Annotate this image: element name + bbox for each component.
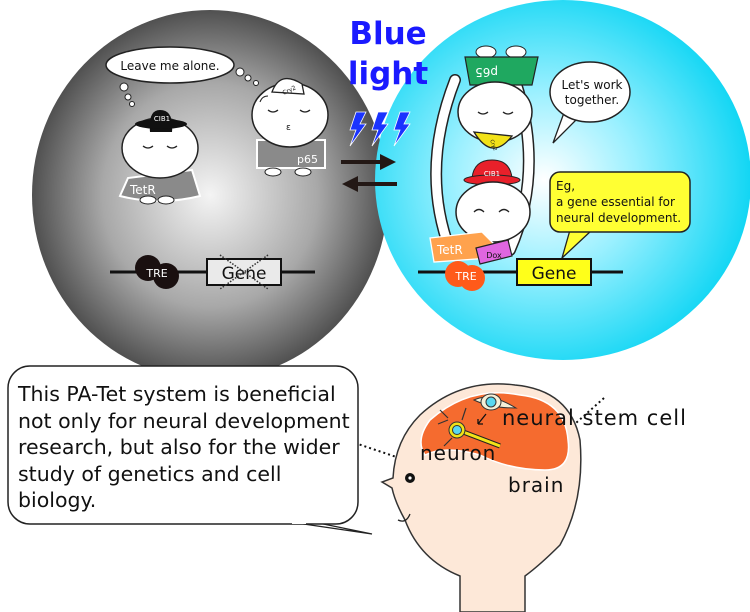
crossed-out-icon [219,254,269,290]
note-bubble-gene: Eg, a gene essential for neural developm… [549,171,691,261]
active-state-panel: Let's work together. Eg, a gene essentia… [375,0,750,360]
cib1-tetr-character-inactive: CIB1 TetR [118,110,202,205]
lightning-icon [349,111,411,147]
reverse-arrow-icon [342,176,397,192]
p65-body-label-active: p65 [475,65,498,79]
tetr-body-label: TetR [129,183,156,197]
neuron-icon [437,407,501,449]
note-line3: neural development. [556,211,681,225]
note-line1: Eg, [556,179,575,193]
blue-light-line2: light [348,56,429,92]
blue-light-line1: Blue [349,16,426,52]
brain-label: brain [508,473,564,497]
head-illustration: neural stem cell neuron brain [380,383,687,612]
brain-region [420,392,570,471]
main-speech-bubble [7,365,373,535]
pointer-arrow-icon [477,413,487,425]
gene-label-inactive: Gene [222,264,267,284]
speech-bubble-line2: together. [565,93,619,107]
p65-body-active [464,56,539,86]
thought-bubble: Leave me alone. [105,46,259,107]
tre-label-active: TRE [454,270,476,283]
main-bubble-text: This PA-Tet system is beneficial not onl… [18,382,350,512]
cry2-cap-active [472,131,514,149]
tre-label-inactive: TRE [145,267,167,280]
inactive-state-panel: Leave me alone. CIB1 TetR Cry2 ε p65 [32,10,388,380]
smile [397,513,411,522]
speech-bubble-line1: Let's work [562,78,623,92]
dox-box [475,239,513,265]
dna-inactive: TRE Gene [110,254,315,290]
thought-bubble-text: Leave me alone. [120,59,219,73]
baseball-cap-icon [271,77,305,95]
gene-box-active [516,258,592,286]
neural-stem-cell-label: neural stem cell [502,406,687,430]
note-line2: a gene essential for [556,195,675,209]
neuron-label: neuron [420,441,496,465]
dox-label: Dox [486,251,502,260]
p65-body-label: p65 [297,153,318,166]
blue-light-stimulus: Blue light [341,16,428,192]
tetr-body-label-active: TetR [436,243,463,257]
gene-box-inactive [206,258,282,286]
dna-active: TRE Gene [418,258,623,291]
cry2-p65-character-inactive: Cry2 ε p65 [251,77,329,177]
cib1-hat-label-active: CIB1 [484,170,500,178]
cry2-cib1-complex: p65 Cry2 CIB1 TetR Dox [429,45,539,265]
cry2-hat-label-active: Cry2 [488,139,498,152]
svg-text:ε: ε [286,123,291,133]
cib1-hat-label: CIB1 [154,115,170,123]
forward-arrow-icon [341,154,396,170]
speech-bubble-together: Let's work together. [549,61,631,144]
neural-stem-cell-icon [472,393,518,411]
gene-label-active: Gene [532,264,577,284]
